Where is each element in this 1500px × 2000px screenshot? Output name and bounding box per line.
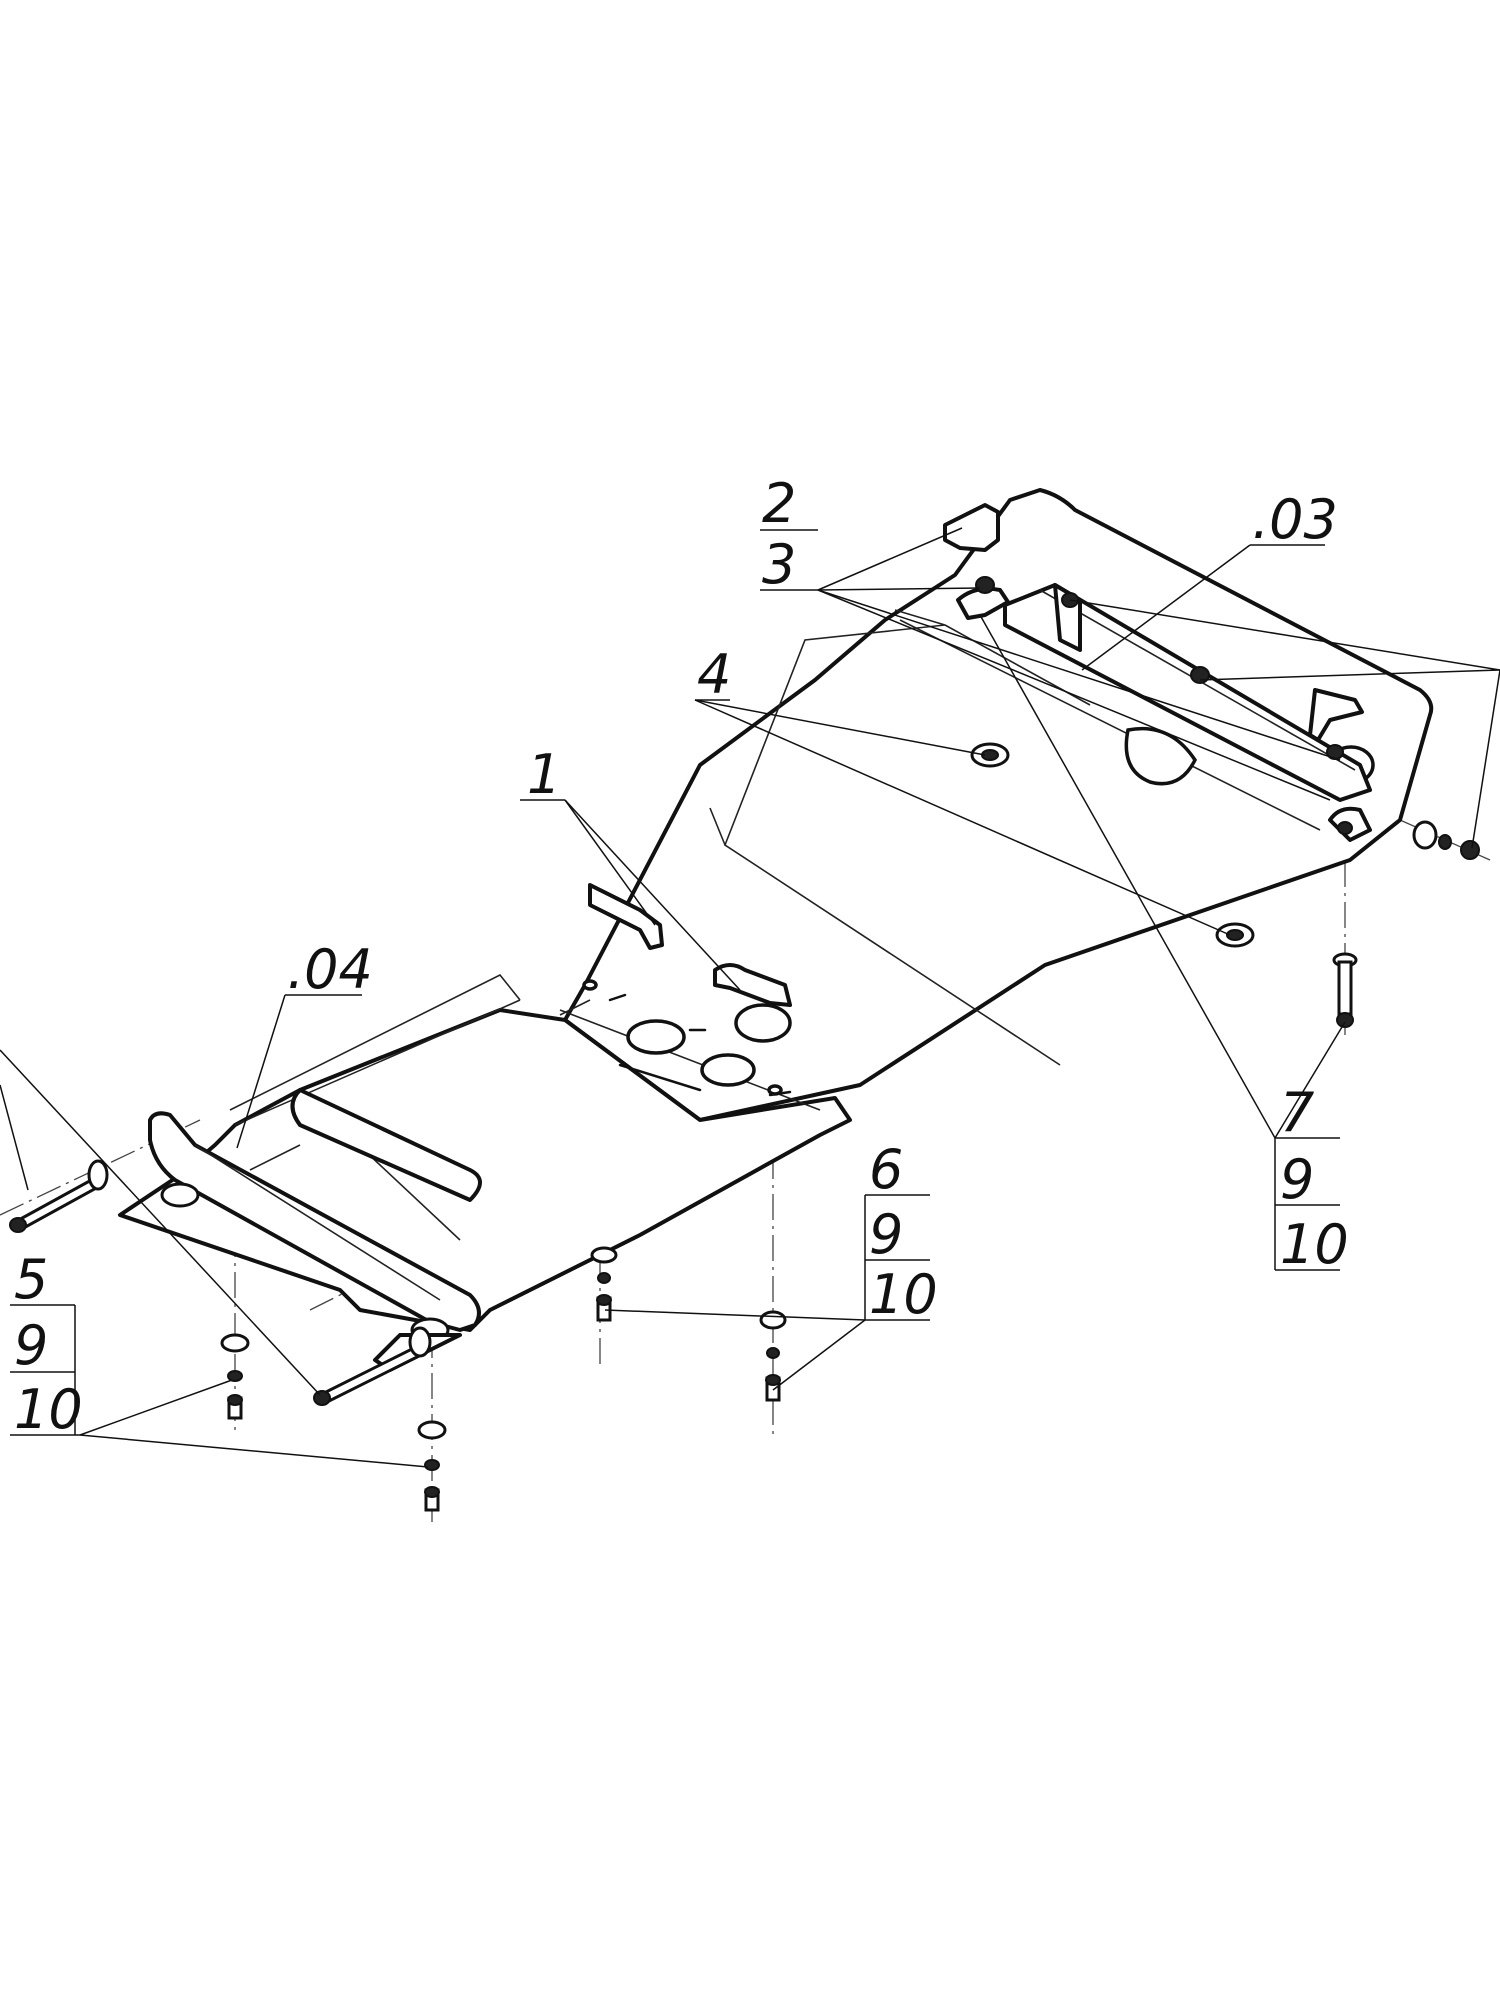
position-labels: 2 3 .03 4 1 .04 5 9 10 6 9 10 7 9 10 [14, 472, 1349, 1441]
bracket [713, 963, 792, 1007]
label-shelves [10, 529, 1340, 1436]
label-part-4: 4 [697, 643, 731, 706]
oval-hole [626, 1019, 686, 1055]
washer [1438, 834, 1452, 850]
beam-bushing [160, 1182, 200, 1208]
bolt-stack-front [417, 1420, 447, 1512]
fasteners [9, 576, 1480, 1512]
bracket [1308, 688, 1364, 742]
label-part-5-10: 10 [14, 1378, 83, 1441]
label-part-6-10: 10 [869, 1263, 938, 1326]
bolt-stack-6 [759, 1310, 787, 1402]
label-part-03: .03 [1252, 488, 1338, 551]
bolt-stack-5 [220, 1333, 250, 1420]
oval-hole [734, 1003, 792, 1043]
leader-lines [0, 527, 1500, 1468]
label-part-7: 7 [1280, 1081, 1314, 1144]
nut [1337, 821, 1353, 835]
bolt-shank [1337, 960, 1353, 1016]
label-part-7-10: 10 [1280, 1213, 1349, 1276]
long-bolt-front [313, 1326, 432, 1406]
label-part-6-9: 9 [869, 1203, 903, 1266]
label-part-3: 3 [762, 533, 796, 596]
skid-plate-rear-section [563, 488, 1434, 1122]
nut [1190, 666, 1210, 684]
rubber-bushings [970, 742, 1255, 948]
label-part-6: 6 [869, 1138, 903, 1201]
bracket [588, 883, 664, 950]
oval-hole [1124, 726, 1198, 786]
label-part-7-9: 9 [1280, 1148, 1314, 1211]
washer [1412, 820, 1438, 850]
skid-plate-holes [582, 726, 1375, 1097]
bolt-stack-mid [590, 1246, 618, 1322]
long-bolt-left [9, 1159, 109, 1233]
label-part-2: 2 [762, 472, 796, 535]
label-part-5-9: 9 [14, 1314, 48, 1377]
bracket [943, 503, 1000, 552]
nut [1460, 840, 1480, 860]
oval-hole [700, 1053, 756, 1087]
rear-cross-member [1003, 583, 1372, 802]
label-part-04: .04 [287, 938, 373, 1001]
skid-plate [118, 488, 1434, 1332]
nut [975, 576, 995, 594]
brackets [588, 503, 1372, 1007]
label-part-1: 1 [527, 743, 561, 806]
label-part-5: 5 [14, 1248, 48, 1311]
